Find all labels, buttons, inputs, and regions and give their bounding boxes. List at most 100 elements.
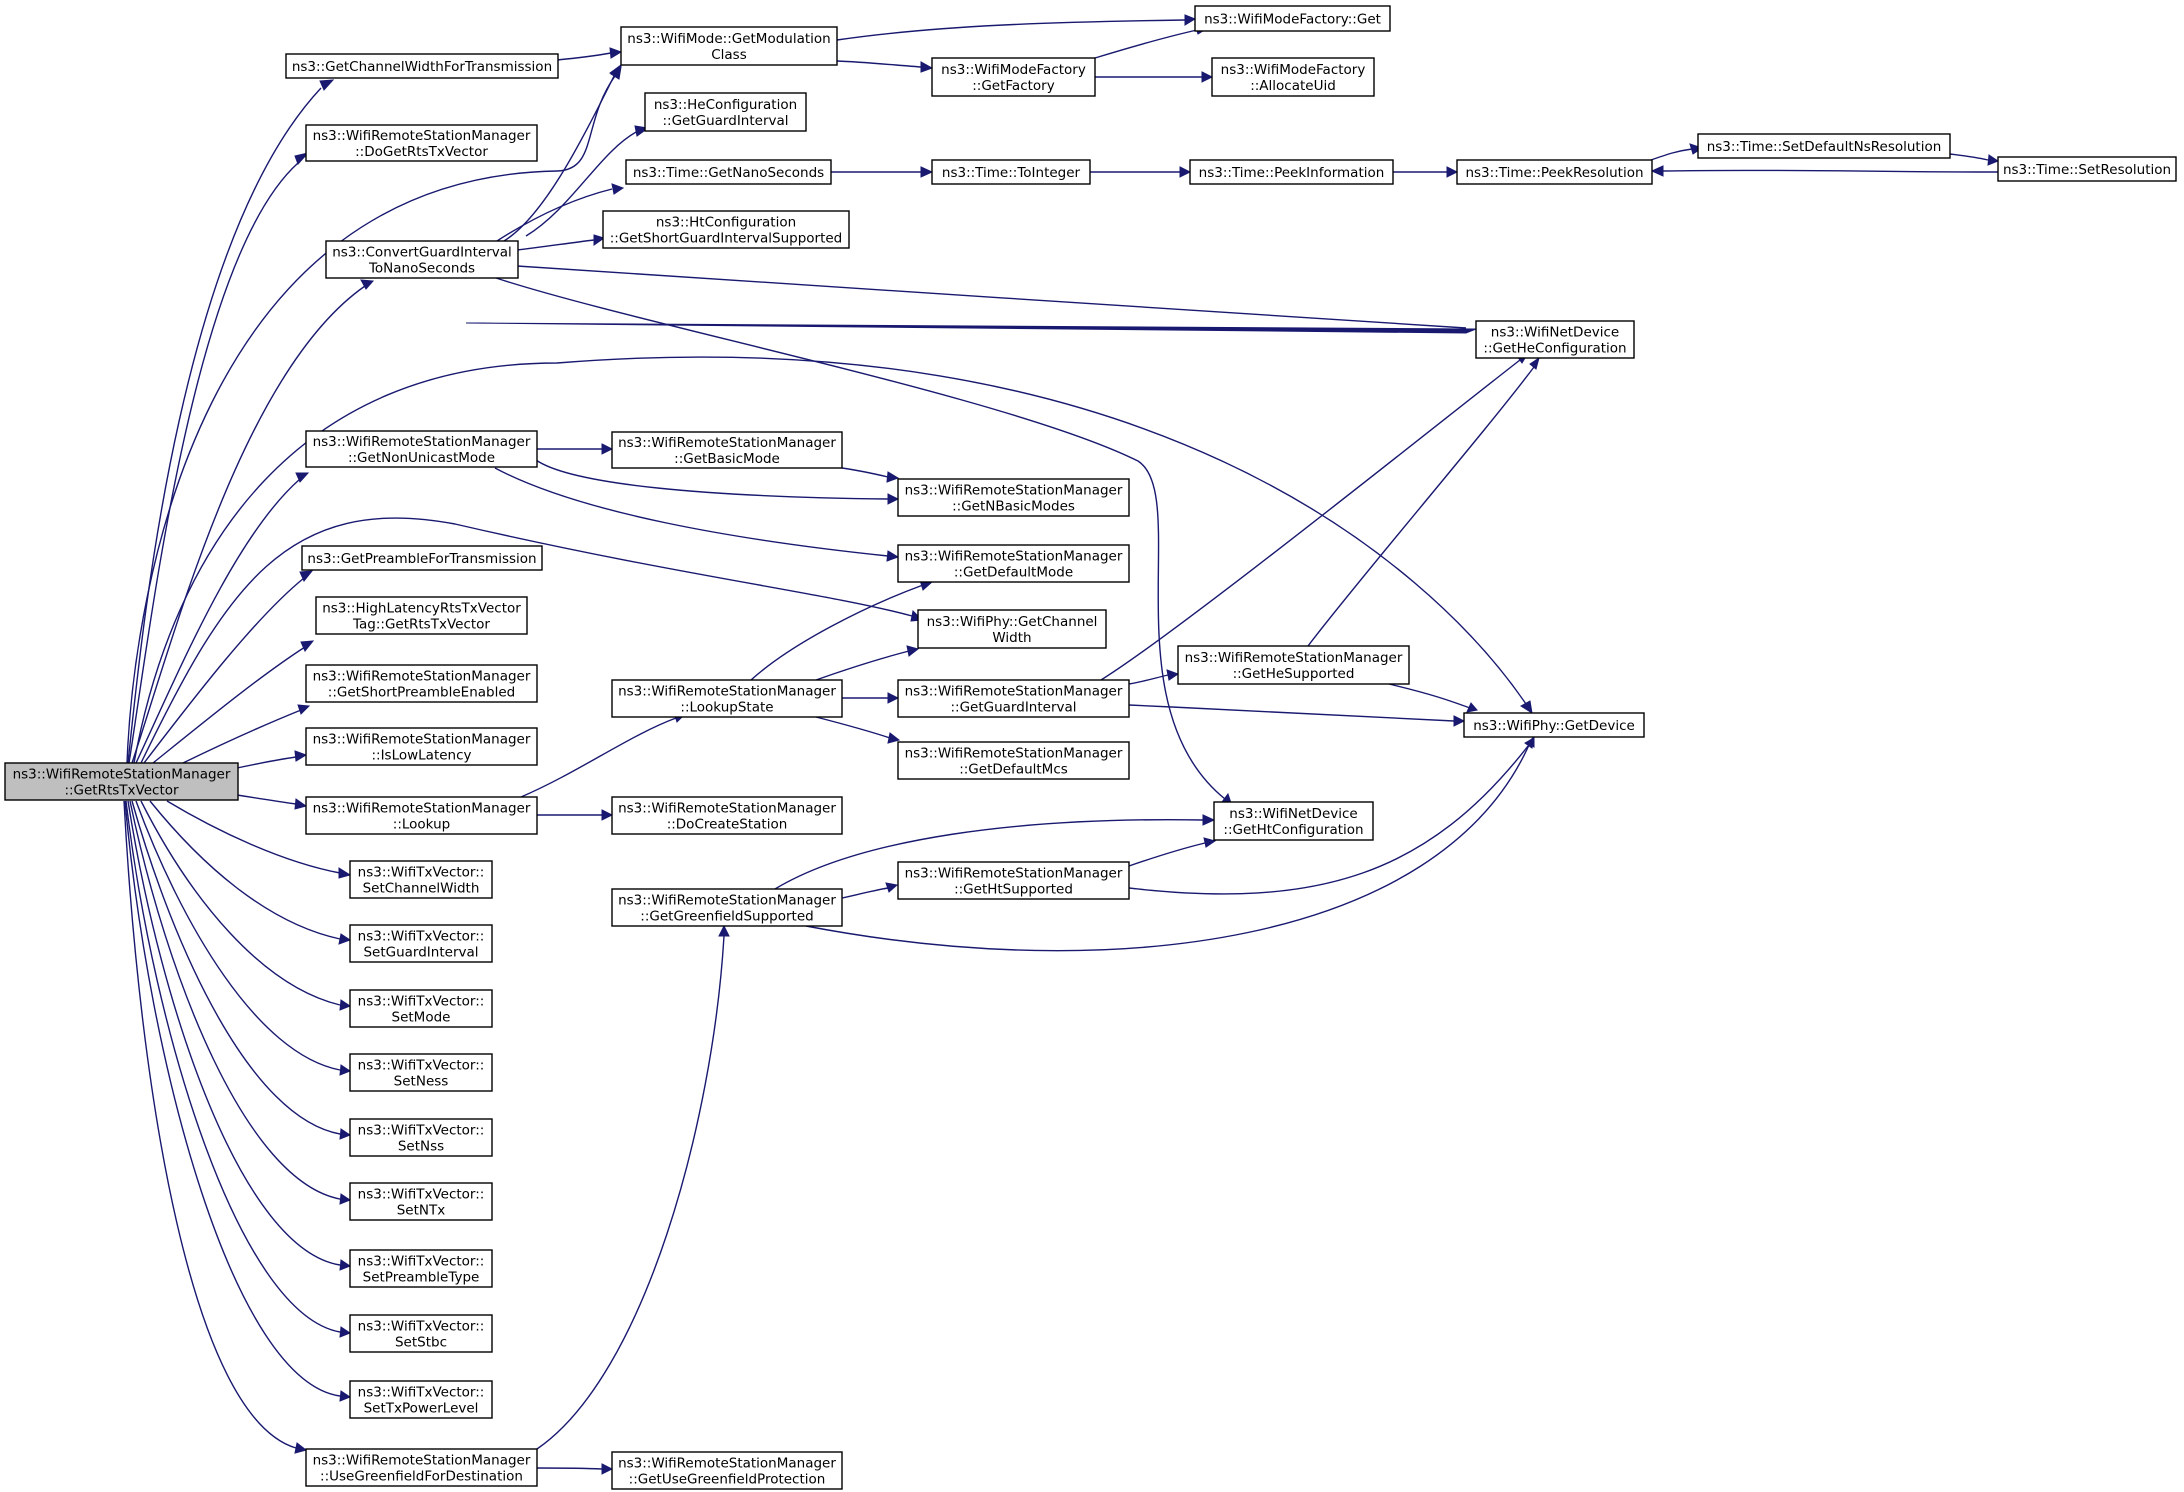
node-lookupstate[interactable]: ns3::WifiRemoteStationManager::LookupSta… [611,679,843,718]
node-gethtconfiguration[interactable]: ns3::WifiNetDevice::GetHtConfiguration [1213,801,1374,841]
node-usegreenfieldfordestination[interactable]: ns3::WifiRemoteStationManager::UseGreenf… [305,1448,538,1487]
node-time-tointeger[interactable]: ns3::Time::ToInteger [931,159,1091,185]
node-label-line: ns3::WifiTxVector:: [358,1319,485,1335]
edge-getchannelwidthfortransmission-to-getmodulationclass [556,47,623,61]
node-label-line: ::GetGuardInterval [950,700,1076,716]
node-box [620,26,838,66]
node-label-line: ::UseGreenfieldForDestination [320,1469,523,1485]
node-box [349,1249,493,1288]
node-highlatencyrtstxvectortag-getrtstxvector[interactable]: ns3::HighLatencyRtsTxVectorTag::GetRtsTx… [315,596,528,635]
node-setstbc[interactable]: ns3::WifiTxVector::SetStbc [349,1314,493,1353]
edge-arrowhead [1529,356,1540,370]
node-label-line: ns3::WifiModeFactory [1221,62,1366,78]
node-time-peekresolution[interactable]: ns3::Time::PeekResolution [1456,159,1653,185]
node-wifimodefactory-allocateuid[interactable]: ns3::WifiModeFactory::AllocateUid [1211,57,1375,97]
edge-arrowhead [1179,166,1192,178]
edge-wrsm-getguardinterval-to-wifiphy-getdevice [1128,704,1466,727]
node-getshortguardintervalsupported[interactable]: ns3::HtConfiguration::GetShortGuardInter… [602,210,850,249]
node-setguardinterval[interactable]: ns3::WifiTxVector::SetGuardInterval [349,924,493,963]
node-time-setresolution[interactable]: ns3::Time::SetResolution [1997,156,2177,182]
edge-line [126,75,616,764]
node-settxpowerlevel[interactable]: ns3::WifiTxVector::SetTxPowerLevel [349,1380,493,1419]
node-docreatestation[interactable]: ns3::WifiRemoteStationManager::DoCreateS… [611,796,843,835]
edge-line [125,800,341,1333]
node-getpreamblefortransmission[interactable]: ns3::GetPreambleForTransmission [301,545,543,571]
node-getnbasicmodes[interactable]: ns3::WifiRemoteStationManager::GetNBasic… [897,478,1130,517]
edge-wifimodefactory-getfactory-to-wifimodefactory-allocateuid [1095,71,1214,83]
edge-convertguardintervaltonanoseconds-to-getshortguardintervalsupported [516,234,606,251]
node-getnonunicastmode[interactable]: ns3::WifiRemoteStationManager::GetNonUni… [305,430,538,468]
node-wifimodefactory-get[interactable]: ns3::WifiModeFactory::Get [1194,5,1391,32]
edge-gethesupported-to-wifiphy-getdevice [1388,683,1478,713]
edge-lookupstate-to-getdefaultmcs [815,716,901,744]
node-wifiphy-getchannelwidth[interactable]: ns3::WifiPhy::GetChannelWidth [917,609,1107,649]
edge-lookup-to-lookupstate [520,712,687,798]
node-box [931,159,1091,185]
node-getrtstxvector[interactable]: ns3::WifiRemoteStationManager::GetRtsTxV… [4,762,239,801]
node-box [897,544,1130,583]
node-time-peekinformation[interactable]: ns3::Time::PeekInformation [1189,159,1394,185]
node-heconfiguration-getguardinterval[interactable]: ns3::HeConfiguration::GetGuardInterval [644,92,807,132]
edge-line [127,87,322,764]
node-getusegreenfieldprotection[interactable]: ns3::WifiRemoteStationManager::GetUseGre… [611,1451,843,1490]
edge-line [496,188,613,242]
node-setness[interactable]: ns3::WifiTxVector::SetNess [349,1053,493,1092]
node-setnss[interactable]: ns3::WifiTxVector::SetNss [349,1118,493,1157]
node-getnanoseconds[interactable]: ns3::Time::GetNanoSeconds [625,159,832,185]
node-getheconfiguration[interactable]: ns3::WifiNetDevice::GetHeConfiguration [1475,320,1635,359]
edge-line [128,162,299,764]
node-getbasicmode[interactable]: ns3::WifiRemoteStationManager::GetBasicM… [611,431,843,469]
node-box [349,860,493,899]
edge-arrowhead [1650,165,1664,177]
node-gethesupported[interactable]: ns3::WifiRemoteStationManager::GetHeSupp… [1177,645,1410,685]
node-wifiphy-getdevice[interactable]: ns3::WifiPhy::GetDevice [1463,712,1645,738]
node-label-line: ::LookupState [680,700,773,716]
node-dogetrtstxvector[interactable]: ns3::WifiRemoteStationManager::DoGetRtsT… [305,124,538,162]
node-label-line: ::GetHeConfiguration [1483,341,1626,357]
node-gethtsupported[interactable]: ns3::WifiRemoteStationManager::GetHtSupp… [897,861,1130,900]
node-label-line: ns3::Time::ToInteger [942,165,1081,181]
edge-line [516,265,1467,329]
node-label-line: ::GetShortPreambleEnabled [328,685,515,701]
node-label-line: Width [992,630,1031,646]
node-label-line: ns3::WifiRemoteStationManager [618,435,836,451]
edge-line [1307,366,1535,647]
node-islowlatency[interactable]: ns3::WifiRemoteStationManager::IsLowLate… [305,727,538,766]
node-setchannelwidth[interactable]: ns3::WifiTxVector::SetChannelWidth [349,860,493,899]
node-time-setdefaultnsresolution[interactable]: ns3::Time::SetDefaultNsResolution [1697,133,1951,159]
node-label-line: ::GetNonUnicastMode [348,450,495,466]
node-wifimodefactory-getfactory[interactable]: ns3::WifiModeFactory::GetFactory [931,57,1096,97]
node-getshortpreambleenabled[interactable]: ns3::WifiRemoteStationManager::GetShortP… [305,664,538,703]
edge-convertguardintervaltonanoseconds-to-getmodulationclass [503,63,622,242]
edge-line [1128,745,1529,895]
node-setpreambletype[interactable]: ns3::WifiTxVector::SetPreambleType [349,1249,493,1288]
edge-getrtstxvector-to-getshortpreambleenabled [182,704,311,764]
edge-line [1662,169,1999,173]
node-box [349,1380,493,1419]
node-setntx[interactable]: ns3::WifiTxVector::SetNTx [349,1182,493,1221]
edge-arrowhead [339,999,352,1011]
edge-arrowhead [885,882,899,893]
edge-line [495,277,1226,800]
node-lookup[interactable]: ns3::WifiRemoteStationManager::Lookup [305,796,538,835]
edge-arrowhead [1446,166,1459,178]
edge-getrtstxvector-to-usegreenfieldfordestination [123,800,308,1454]
node-getdefaultmcs[interactable]: ns3::WifiRemoteStationManager::GetDefaul… [897,741,1130,780]
node-box [1189,159,1394,185]
edge-time-peekinformation-to-time-peekresolution [1392,166,1459,178]
edge-getrtstxvector-to-islowlatency [236,750,308,769]
edge-arrowhead [1201,71,1214,83]
node-box [897,861,1130,900]
node-box [1213,801,1374,841]
node-setmode[interactable]: ns3::WifiTxVector::SetMode [349,989,493,1028]
edge-arrowhead [920,61,934,73]
node-getdefaultmode[interactable]: ns3::WifiRemoteStationManager::GetDefaul… [897,544,1130,583]
node-label-line: ::GetBasicMode [674,451,780,467]
node-wrsm-getguardinterval[interactable]: ns3::WifiRemoteStationManager::GetGuardI… [897,679,1130,718]
node-label-line: ns3::HeConfiguration [654,97,797,113]
node-getchannelwidthfortransmission[interactable]: ns3::GetChannelWidthForTransmission [285,53,559,79]
node-getgreenfieldsupported[interactable]: ns3::WifiRemoteStationManager::GetGreenf… [611,888,843,927]
edge-arrowhead [339,1064,352,1076]
